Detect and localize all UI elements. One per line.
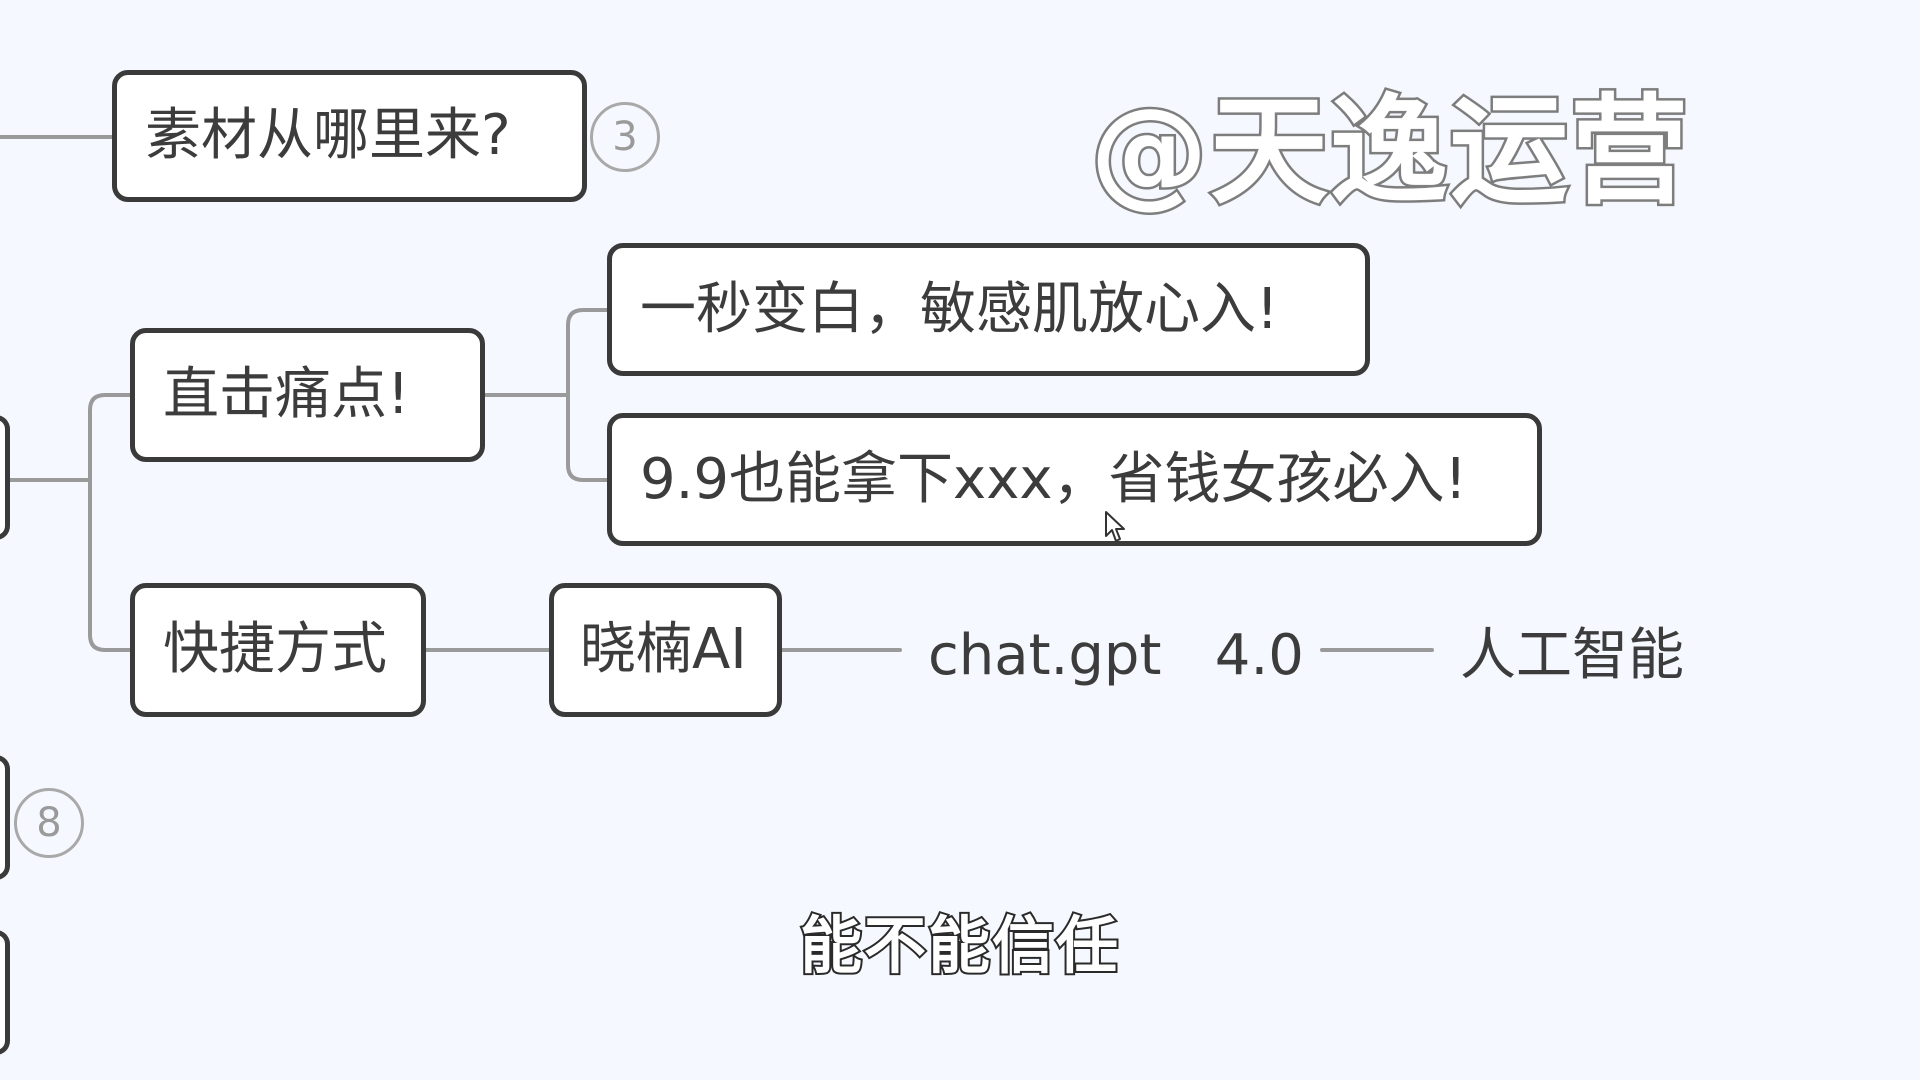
connector-to-shortcut — [88, 478, 132, 652]
collapsed-count-badge[interactable]: 3 — [590, 102, 660, 172]
collapsed-count-badge-left[interactable]: 8 — [14, 788, 84, 858]
node-pain-point-label: 直击痛点! — [163, 362, 410, 427]
mouse-cursor-icon — [1105, 511, 1125, 542]
node-xiaonan-ai-label: 晓楠AI — [580, 617, 747, 682]
collapsed-count-left-value: 8 — [36, 800, 62, 846]
connector-pain-item-1 — [566, 308, 609, 397]
topic-artificial-intelligence[interactable]: 人工智能 — [1460, 623, 1684, 688]
node-shortcut[interactable]: 快捷方式 — [130, 583, 426, 717]
node-shortcut-label: 快捷方式 — [163, 617, 387, 682]
left-partial-node-lower[interactable] — [0, 755, 10, 880]
node-pain-item-2[interactable]: 9.9也能拿下xxx，省钱女孩必入! — [607, 413, 1542, 546]
node-material-source-label: 素材从哪里来? — [145, 103, 511, 168]
node-pain-item-2-label: 9.9也能拿下xxx，省钱女孩必入! — [640, 446, 1467, 512]
topic-chatgpt[interactable]: chat.gpt 4.0 — [928, 623, 1304, 688]
node-xiaonan-ai[interactable]: 晓楠AI — [549, 583, 782, 717]
connector-pain-item-2 — [566, 393, 609, 482]
connector-to-pain — [88, 393, 132, 482]
node-pain-point[interactable]: 直击痛点! — [130, 328, 485, 462]
node-pain-item-1-label: 一秒变白，敏感肌放心入! — [640, 276, 1279, 342]
node-pain-item-1[interactable]: 一秒变白，敏感肌放心入! — [607, 243, 1370, 376]
left-partial-node-middle[interactable] — [0, 415, 10, 540]
node-material-source[interactable]: 素材从哪里来? — [112, 70, 587, 202]
collapsed-count-value: 3 — [612, 114, 638, 160]
watermark-text: @天逸运营 — [1087, 80, 1691, 223]
video-subtitle: 能不能信任 — [798, 907, 1120, 984]
